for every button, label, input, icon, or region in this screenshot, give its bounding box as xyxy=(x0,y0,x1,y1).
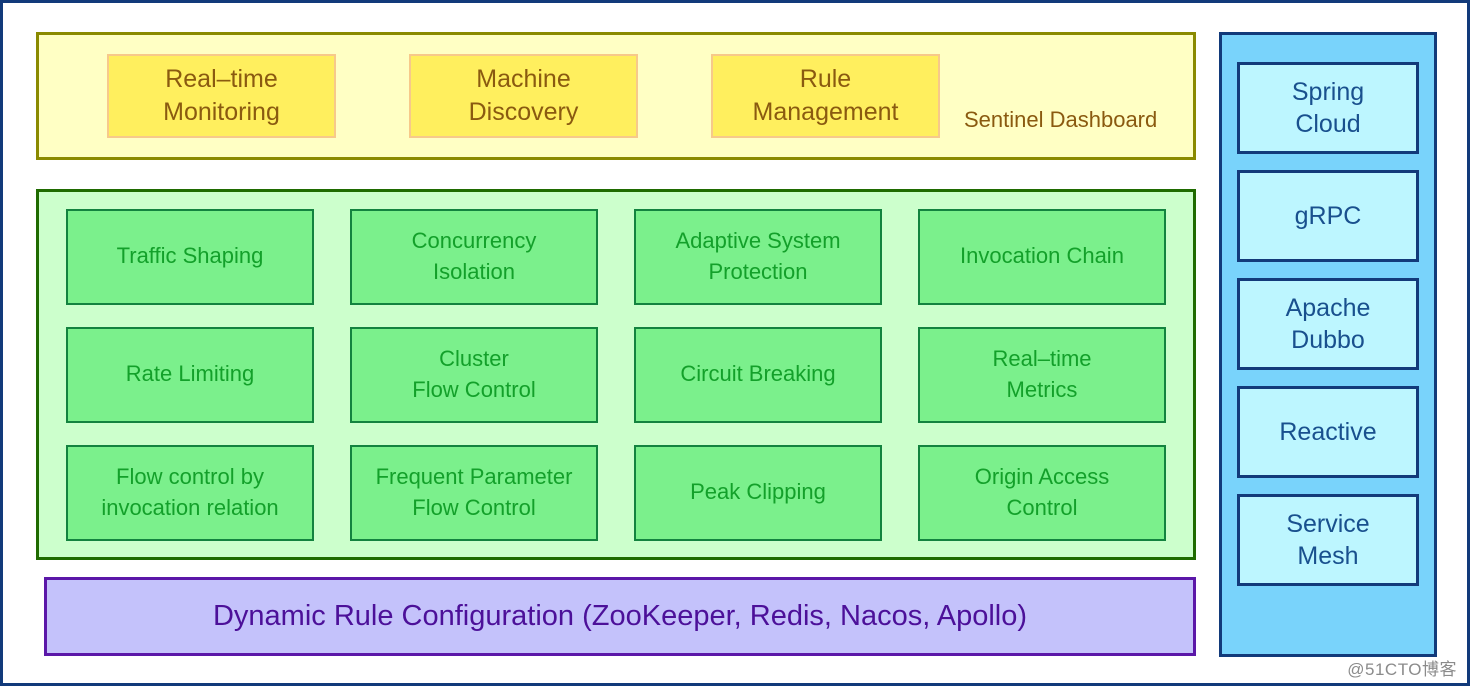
dashboard-box-label-line1: Rule xyxy=(799,65,852,93)
dashboard-box-label-line2: Management xyxy=(752,98,899,126)
sentinel-dashboard-panel: Real–time Monitoring Machine Discovery R… xyxy=(36,32,1196,160)
core-box-label-line2: Isolation xyxy=(433,258,515,284)
core-box-label-line1: Origin Access xyxy=(974,463,1110,489)
watermark: @51CTO博客 xyxy=(1347,660,1457,679)
core-box-traffic-shaping[interactable]: Traffic Shaping xyxy=(66,208,314,305)
core-box-label-line1: Invocation Chain xyxy=(960,243,1124,269)
adapter-box-label-line2: Cloud xyxy=(1295,110,1361,138)
dashboard-box-machine-discovery[interactable]: Machine Discovery xyxy=(409,54,638,138)
core-box-rate-limiting[interactable]: Rate Limiting xyxy=(66,326,314,423)
core-box-circuit-breaking[interactable]: Circuit Breaking xyxy=(634,326,882,423)
core-box-label-line2: Protection xyxy=(708,258,808,284)
adapters-panel: Spring Cloud gRPC Apache Dubbo Reactive … xyxy=(1219,32,1437,657)
dashboard-box-label-line2: Monitoring xyxy=(163,98,280,126)
dashboard-box-row: Real–time Monitoring Machine Discovery R… xyxy=(39,35,1193,157)
core-capabilities-grid: Traffic Shaping Concurrency Isolation Ad… xyxy=(39,192,1193,557)
core-box-adaptive-system-protection[interactable]: Adaptive System Protection xyxy=(634,208,882,305)
adapter-box-apache-dubbo[interactable]: Apache Dubbo xyxy=(1237,278,1419,370)
adapter-box-label-line2: Dubbo xyxy=(1291,326,1365,354)
core-box-label-line1: Rate Limiting xyxy=(125,361,255,387)
core-box-real-time-metrics[interactable]: Real–time Metrics xyxy=(918,326,1166,423)
adapter-box-label-line2: Mesh xyxy=(1297,542,1359,570)
adapter-box-label-line1: gRPC xyxy=(1294,202,1362,230)
core-box-origin-access-control[interactable]: Origin Access Control xyxy=(918,444,1166,541)
core-box-peak-clipping[interactable]: Peak Clipping xyxy=(634,444,882,541)
adapter-box-grpc[interactable]: gRPC xyxy=(1237,170,1419,262)
adapter-box-label-line1: Service xyxy=(1286,510,1370,538)
core-box-label-line1: Frequent Parameter xyxy=(375,463,573,489)
core-box-invocation-chain[interactable]: Invocation Chain xyxy=(918,208,1166,305)
adapter-box-label-line1: Apache xyxy=(1285,294,1371,322)
core-box-label-line1: Real–time xyxy=(992,345,1092,371)
sentinel-dashboard-label: Sentinel Dashboard xyxy=(964,107,1158,132)
dynamic-rule-configuration-panel[interactable]: Dynamic Rule Configuration (ZooKeeper, R… xyxy=(44,577,1196,656)
core-box-label-line1: Traffic Shaping xyxy=(116,243,264,269)
dashboard-box-label-line1: Machine xyxy=(476,65,571,93)
core-box-label-line1: Concurrency xyxy=(411,227,537,253)
core-box-label-line2: Flow Control xyxy=(412,494,536,520)
core-box-concurrency-isolation[interactable]: Concurrency Isolation xyxy=(350,208,598,305)
core-box-label-line1: Cluster xyxy=(439,345,509,371)
core-box-frequent-parameter-flow-control[interactable]: Frequent Parameter Flow Control xyxy=(350,444,598,541)
core-box-label-line2: Control xyxy=(1006,494,1078,520)
dashboard-box-rule-management[interactable]: Rule Management xyxy=(711,54,940,138)
dashboard-box-real-time-monitoring[interactable]: Real–time Monitoring xyxy=(107,54,336,138)
dynamic-rule-configuration-label: Dynamic Rule Configuration (ZooKeeper, R… xyxy=(212,600,1027,632)
adapter-box-label-line1: Spring xyxy=(1291,78,1365,106)
core-box-label-line2: invocation relation xyxy=(101,494,279,520)
core-box-cluster-flow-control[interactable]: Cluster Flow Control xyxy=(350,326,598,423)
adapter-box-service-mesh[interactable]: Service Mesh xyxy=(1237,494,1419,586)
adapter-box-reactive[interactable]: Reactive xyxy=(1237,386,1419,478)
dashboard-box-label-line1: Real–time xyxy=(165,65,278,93)
adapter-box-spring-cloud[interactable]: Spring Cloud xyxy=(1237,62,1419,154)
dashboard-box-label-line2: Discovery xyxy=(468,98,579,126)
left-column: Real–time Monitoring Machine Discovery R… xyxy=(36,32,1196,657)
core-box-label-line1: Adaptive System xyxy=(675,227,841,253)
core-box-label-line2: Metrics xyxy=(1006,376,1078,402)
core-capabilities-panel: Traffic Shaping Concurrency Isolation Ad… xyxy=(36,189,1196,560)
core-box-label-line1: Peak Clipping xyxy=(690,479,826,505)
core-box-label-line2: Flow Control xyxy=(412,376,536,402)
core-box-flow-control-by-invocation-relation[interactable]: Flow control by invocation relation xyxy=(66,444,314,541)
core-box-label-line1: Flow control by xyxy=(116,463,264,489)
adapter-box-label-line1: Reactive xyxy=(1279,418,1377,446)
core-box-label-line1: Circuit Breaking xyxy=(680,361,836,387)
